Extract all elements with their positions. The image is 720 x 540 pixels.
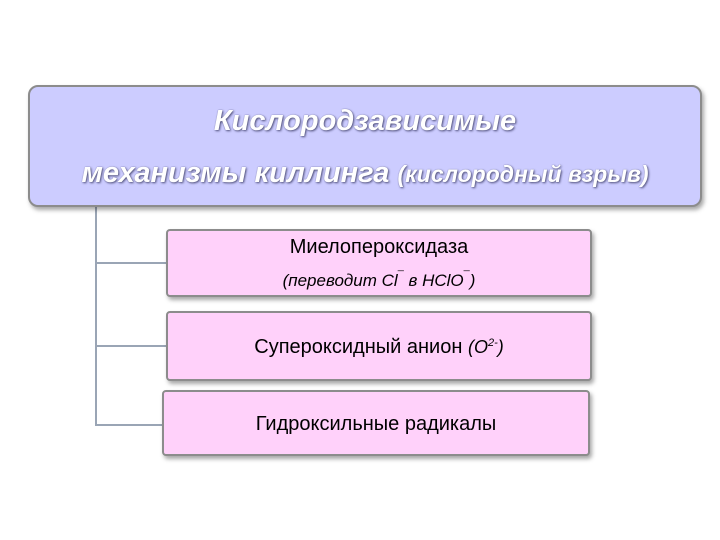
root-node: Кислородзависимые механизмы киллинга (ки… [28,85,702,207]
child-subtitle: (переводит Cl¯ в HClO¯) [168,270,590,292]
subtitle-prefix: (переводит Cl [282,271,398,290]
child-title: Гидроксильные радикалы [255,413,497,435]
child-title: Миелопероксидаза [289,236,469,258]
child-formula: (O2-) [468,337,504,357]
formula-sup: 2- [487,337,498,349]
connector-branch-2 [95,345,166,347]
connector-trunk [95,207,97,425]
subtitle-suffix: ) [469,271,476,290]
root-title-line1: Кислородзависимые [213,105,517,137]
root-title-line2: механизмы киллинга (кислородный взрыв) [30,156,700,191]
subtitle-mid: в HClO [403,271,464,290]
child-title-line: Супероксидный анион (O2-) [168,335,590,359]
root-title-main: механизмы киллинга [81,157,390,189]
subtitle-sup-1: ¯ [397,270,404,283]
root-title-parenthetical: (кислородный взрыв) [397,161,649,187]
child-node-superoxide-anion: Супероксидный анион (O2-) [166,311,592,381]
subtitle-sup-2: ¯ [463,270,470,283]
connector-branch-3 [95,424,162,426]
connector-branch-1 [95,262,166,264]
child-node-hydroxyl-radicals: Гидроксильные радикалы [162,390,590,456]
child-node-myeloperoxidase: Миелопероксидаза (переводит Cl¯ в HClO¯) [166,229,592,297]
formula-prefix: (O [467,337,488,357]
child-title: Супероксидный анион [254,336,463,358]
formula-suffix: ) [497,337,504,357]
